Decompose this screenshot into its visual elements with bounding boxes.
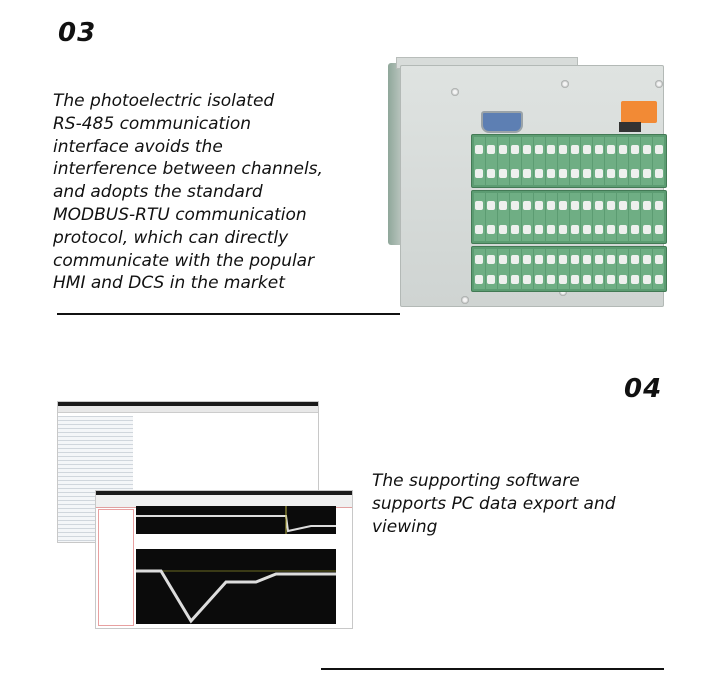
- terminal-block: [471, 246, 667, 292]
- screw-icon: [461, 296, 469, 304]
- text-line: interface avoids the: [53, 136, 223, 157]
- divider: [321, 668, 664, 670]
- text-line: communicate with the popular: [53, 250, 315, 271]
- text-line: RS-485 communication: [53, 113, 252, 134]
- terminal-block: [471, 190, 667, 244]
- text-line: HMI and DCS in the market: [53, 273, 285, 294]
- section-number: 03: [58, 18, 97, 48]
- text-line: protocol, which can directly: [53, 227, 289, 248]
- text-line: The photoelectric isolated: [53, 91, 275, 111]
- trend-chart-overview: [136, 506, 336, 534]
- section-number: 04: [624, 374, 663, 404]
- screw-icon: [655, 80, 663, 88]
- screw-icon: [451, 88, 459, 96]
- screw-icon: [561, 80, 569, 88]
- text-line: supports PC data export and: [372, 493, 616, 514]
- text-line: interference between channels,: [53, 159, 323, 180]
- text-line: MODBUS-RTU communication: [53, 204, 307, 225]
- text-line: viewing: [372, 516, 438, 537]
- channel-list: [98, 509, 134, 626]
- terminal-block: [471, 134, 667, 188]
- text-line: and adopts the standard: [53, 182, 263, 203]
- screw-icon: [559, 288, 567, 296]
- device-rear-image: [386, 55, 670, 307]
- power-connector-icon: [621, 101, 657, 123]
- trend-chart-detail: [136, 549, 336, 624]
- text-line: The supporting software: [372, 471, 580, 491]
- db9-port-icon: [481, 111, 523, 133]
- software-trend-screenshot: [95, 490, 353, 629]
- divider: [57, 313, 400, 315]
- section-description: The supporting software supports PC data…: [372, 470, 616, 538]
- section-description: The photoelectric isolated RS-485 commun…: [53, 90, 323, 295]
